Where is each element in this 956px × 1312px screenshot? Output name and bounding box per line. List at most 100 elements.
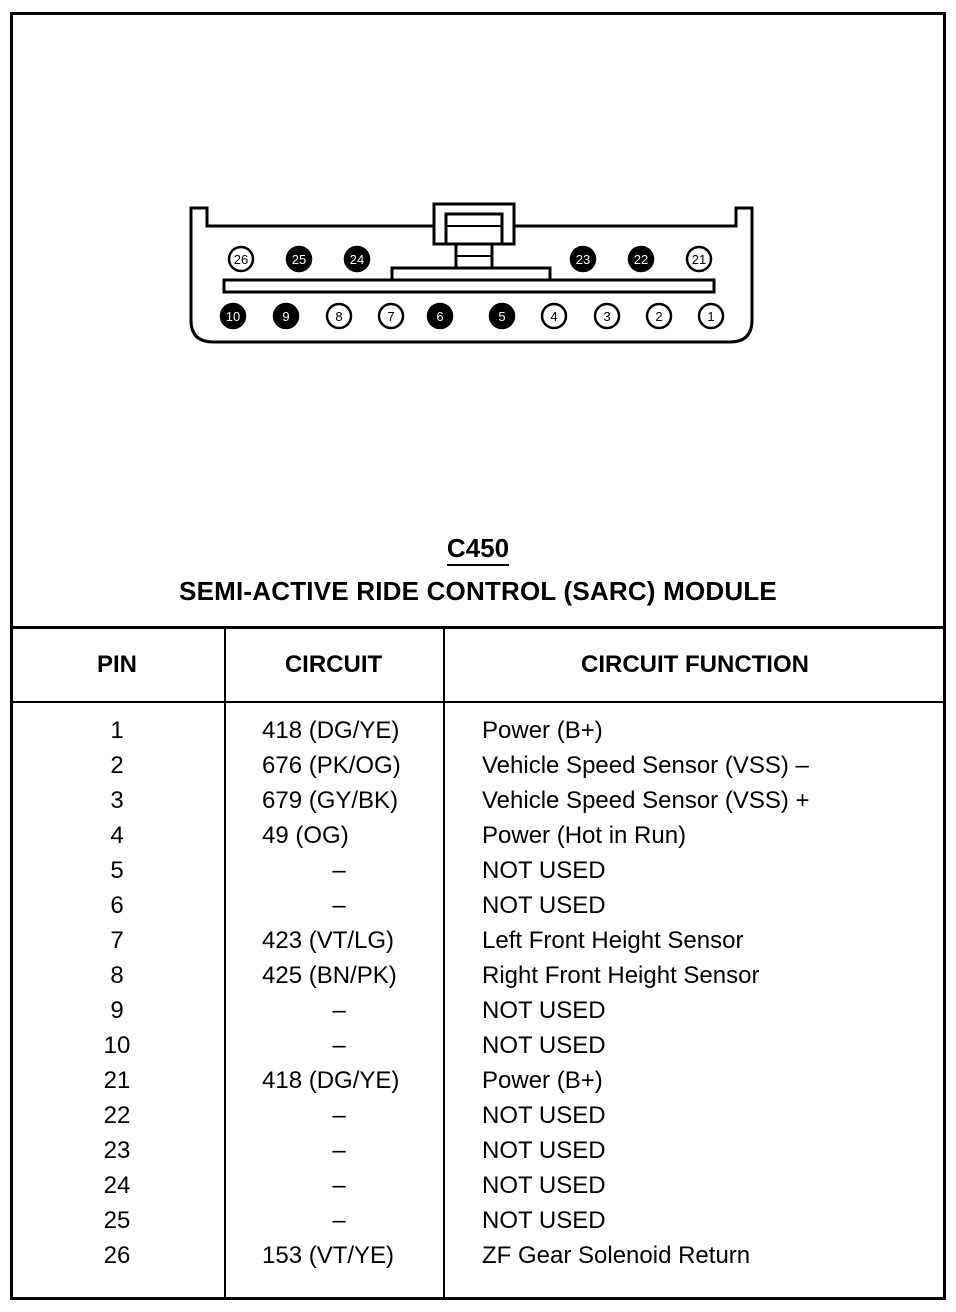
connector-pin: 1 bbox=[697, 302, 725, 330]
pin-label: 10 bbox=[226, 309, 240, 324]
circuit-number: 49 (OG) bbox=[262, 822, 349, 849]
table-row: 21 418 (DG/YE) Power (B+) bbox=[10, 1067, 946, 1102]
circuit-function: Right Front Height Sensor bbox=[482, 962, 760, 989]
table-row: 1 418 (DG/YE) Power (B+) bbox=[10, 717, 946, 752]
pin-circle bbox=[325, 302, 353, 330]
connector-pin: 26 bbox=[227, 245, 255, 273]
circuit-function: Power (Hot in Run) bbox=[482, 822, 687, 849]
pin-label: 25 bbox=[292, 252, 306, 267]
circuit-number: – bbox=[332, 997, 346, 1024]
pin-label: 24 bbox=[350, 252, 364, 267]
pin-circle bbox=[285, 245, 313, 273]
table-row: 25 – NOT USED bbox=[10, 1207, 946, 1242]
pin-circle bbox=[627, 245, 655, 273]
top-row-pins: 26 25 24 23 22 21 bbox=[227, 245, 713, 273]
pin-number: 24 bbox=[103, 1172, 131, 1199]
connector-pin: 9 bbox=[272, 302, 300, 330]
pin-label: 6 bbox=[436, 309, 443, 324]
pin-circle bbox=[685, 245, 713, 273]
pin-circle bbox=[697, 302, 725, 330]
table-row: 5–NOT USED bbox=[10, 857, 946, 892]
circuit-number: 418 (DG/YE) bbox=[262, 717, 400, 744]
pin-number: 1 bbox=[110, 717, 124, 744]
pin-number: 10 bbox=[103, 1032, 131, 1059]
table-row: 23 – NOT USED bbox=[10, 1137, 946, 1172]
diagram-frame bbox=[10, 12, 946, 1300]
pin-number: 9 bbox=[110, 997, 124, 1024]
pin-number: 3 bbox=[110, 787, 124, 814]
pin-circle bbox=[219, 302, 247, 330]
pin-label: 9 bbox=[282, 309, 289, 324]
column-divider bbox=[224, 629, 226, 1300]
connector-pin: 6 bbox=[426, 302, 454, 330]
pin-number: 23 bbox=[103, 1137, 131, 1164]
pin-label: 5 bbox=[498, 309, 505, 324]
circuit-function: NOT USED bbox=[482, 997, 606, 1024]
pin-number: 4 bbox=[110, 822, 124, 849]
pin-circle bbox=[593, 302, 621, 330]
pin-label: 1 bbox=[707, 309, 714, 324]
pin-number: 26 bbox=[103, 1242, 131, 1269]
connector-id: C450 bbox=[0, 533, 956, 566]
header-divider bbox=[10, 701, 946, 703]
circuit-number: 418 (DG/YE) bbox=[262, 1067, 400, 1094]
pin-label: 21 bbox=[692, 252, 706, 267]
connector-pin: 23 bbox=[569, 245, 597, 273]
connector-pin: 8 bbox=[325, 302, 353, 330]
circuit-function: Power (B+) bbox=[482, 717, 603, 744]
connector-pin: 25 bbox=[285, 245, 313, 273]
pin-label: 3 bbox=[603, 309, 610, 324]
pin-circle bbox=[488, 302, 516, 330]
pin-circle bbox=[377, 302, 405, 330]
pin-circle bbox=[227, 245, 255, 273]
pin-circle bbox=[426, 302, 454, 330]
connector-pin: 5 bbox=[488, 302, 516, 330]
circuit-number: – bbox=[332, 892, 346, 919]
table-row: 4 49 (OG) Power (Hot in Run) bbox=[10, 822, 946, 857]
pin-circle bbox=[540, 302, 568, 330]
pin-number: 22 bbox=[103, 1102, 131, 1129]
circuit-function: NOT USED bbox=[482, 857, 606, 884]
circuit-number: – bbox=[332, 857, 346, 884]
circuit-function: Power (B+) bbox=[482, 1067, 603, 1094]
connector-pin: 22 bbox=[627, 245, 655, 273]
table-row: 22 – NOT USED bbox=[10, 1102, 946, 1137]
circuit-function: Left Front Height Sensor bbox=[482, 927, 744, 954]
circuit-function: NOT USED bbox=[482, 1137, 606, 1164]
circuit-function: Vehicle Speed Sensor (VSS) + bbox=[482, 787, 810, 814]
pin-label: 23 bbox=[576, 252, 590, 267]
connector-pin: 3 bbox=[593, 302, 621, 330]
pin-number: 25 bbox=[103, 1207, 131, 1234]
circuit-number: – bbox=[332, 1102, 346, 1129]
connector-pin: 2 bbox=[645, 302, 673, 330]
pin-label: 7 bbox=[387, 309, 394, 324]
circuit-function: NOT USED bbox=[482, 1207, 606, 1234]
pin-label: 22 bbox=[634, 252, 648, 267]
pin-number: 21 bbox=[103, 1067, 131, 1094]
circuit-number: – bbox=[332, 1207, 346, 1234]
table-row: 10–NOT USED bbox=[10, 1032, 946, 1067]
connector-pin: 7 bbox=[377, 302, 405, 330]
circuit-function: NOT USED bbox=[482, 1032, 606, 1059]
connector-outline bbox=[189, 206, 754, 344]
circuit-number: – bbox=[332, 1137, 346, 1164]
pin-number: 6 bbox=[110, 892, 124, 919]
connector-latch-inner bbox=[444, 212, 504, 246]
circuit-number: 676 (PK/OG) bbox=[262, 752, 401, 779]
circuit-function: ZF Gear Solenoid Return bbox=[482, 1242, 751, 1269]
pin-label: 8 bbox=[335, 309, 342, 324]
pin-circle bbox=[569, 245, 597, 273]
pin-label: 2 bbox=[655, 309, 662, 324]
circuit-number: 153 (VT/YE) bbox=[262, 1242, 395, 1269]
table-row: 24 – NOT USED bbox=[10, 1172, 946, 1207]
bottom-row-pins: 10 9 8 7 6 5 4 3 2 1 bbox=[219, 302, 725, 330]
circuit-function: Vehicle Speed Sensor (VSS) – bbox=[482, 752, 809, 779]
circuit-function: NOT USED bbox=[482, 1102, 606, 1129]
connector-pin: 4 bbox=[540, 302, 568, 330]
circuit-number: 425 (BN/PK) bbox=[262, 962, 397, 989]
circuit-function: NOT USED bbox=[482, 1172, 606, 1199]
circuit-number: – bbox=[332, 1172, 346, 1199]
